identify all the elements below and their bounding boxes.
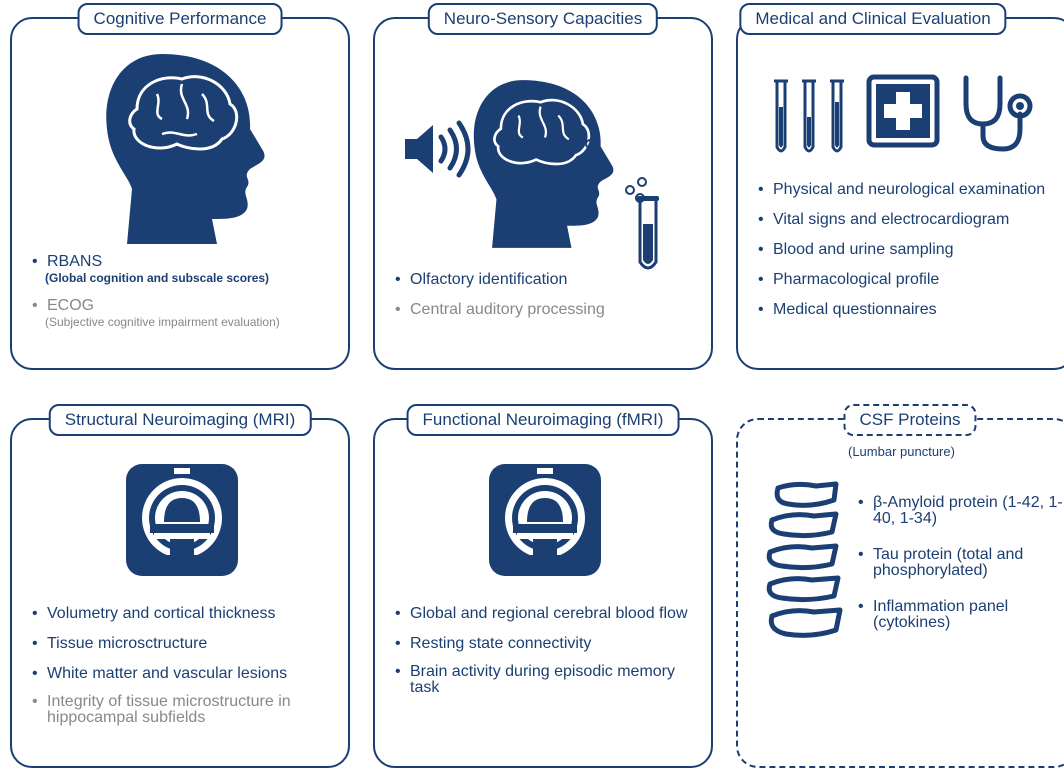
panel-title: CSF Proteins — [843, 404, 977, 436]
neurosensory-list: Olfactory identification Central auditor… — [395, 270, 705, 330]
test-tube-icon — [637, 196, 659, 270]
list-item-resting-state: Resting state connectivity — [395, 634, 705, 653]
medical-list: Physical and neurological examination Vi… — [758, 180, 1064, 330]
list-item-blood-flow: Global and regional cerebral blood flow — [395, 604, 705, 623]
list-item-episodic-memory: Brain activity during episodic memory ta… — [395, 664, 705, 696]
list-item-pharma: Pharmacological profile — [758, 270, 1064, 289]
panel-title: Functional Neuroimaging (fMRI) — [406, 404, 680, 436]
list-item-tau: Tau protein (total and phosphorylated) — [858, 547, 1064, 579]
list-item-amyloid: β-Amyloid protein (1-42, 1-40, 1-34) — [858, 495, 1064, 527]
panel-cognitive-performance: Cognitive Performance RBANS(Global cogni… — [10, 3, 350, 370]
list-item-questionnaires: Medical questionnaires — [758, 300, 1064, 319]
panel-medical-clinical: Medical and Clinical Evaluation Physical… — [736, 3, 1064, 370]
list-item-olfactory: Olfactory identification — [395, 270, 705, 289]
stethoscope-icon — [963, 75, 1033, 152]
list-item-white-matter: White matter and vascular lesions — [32, 664, 342, 683]
panel-title: Neuro-Sensory Capacities — [427, 3, 659, 35]
head-brain-icon — [473, 80, 614, 248]
cognitive-list: RBANS(Global cognition and subscale scor… — [32, 252, 342, 340]
list-item-vitals: Vital signs and electrocardiogram — [758, 210, 1064, 229]
panel-neuro-sensory: Neuro-Sensory Capacities Olfactory ident… — [373, 3, 713, 370]
item-sub: (Subjective cognitive impairment evaluat… — [45, 315, 280, 329]
item-label: RBANS — [47, 253, 103, 270]
functional-list: Global and regional cerebral blood flow … — [395, 604, 705, 707]
csf-note: (Lumbar puncture) — [848, 444, 955, 459]
item-sub: (Global cognition and subscale scores) — [45, 271, 270, 285]
medical-cross-icon — [866, 74, 940, 148]
test-tubes-icon — [774, 79, 844, 153]
panel-title: Medical and Clinical Evaluation — [739, 3, 1007, 35]
panel-structural-neuroimaging: Structural Neuroimaging (MRI) Volumetry … — [10, 404, 350, 768]
list-item-auditory: Central auditory processing — [395, 300, 705, 319]
list-item-blood: Blood and urine sampling — [758, 240, 1064, 259]
list-item-rbans: RBANS(Global cognition and subscale scor… — [32, 252, 342, 285]
panel-title: Cognitive Performance — [77, 3, 283, 35]
panel-title: Structural Neuroimaging (MRI) — [48, 404, 312, 436]
list-item-inflammation: Inflammation panel (cytokines) — [858, 599, 1064, 631]
item-label: ECOG — [47, 297, 95, 314]
head-brain-icon — [106, 54, 265, 244]
list-item-ecog: ECOG(Subjective cognitive impairment eva… — [32, 296, 342, 329]
list-item-volumetry: Volumetry and cortical thickness — [32, 604, 342, 623]
speaker-icon — [405, 120, 471, 178]
panel-csf-proteins: CSF Proteins (Lumbar puncture) β-Amyloid… — [736, 404, 1064, 768]
panel-functional-neuroimaging: Functional Neuroimaging (fMRI) Global an… — [373, 404, 713, 768]
list-item-hippocampal: Integrity of tissue microstructure in hi… — [32, 694, 342, 726]
list-item-exam: Physical and neurological examination — [758, 180, 1064, 199]
mri-scanner-icon — [126, 464, 238, 576]
list-item-microstructure: Tissue microsctructure — [32, 634, 342, 653]
spine-icon — [766, 481, 843, 638]
structural-list: Volumetry and cortical thickness Tissue … — [32, 604, 342, 737]
csf-list: β-Amyloid protein (1-42, 1-40, 1-34) Tau… — [858, 495, 1064, 642]
mri-scanner-icon — [489, 464, 601, 576]
